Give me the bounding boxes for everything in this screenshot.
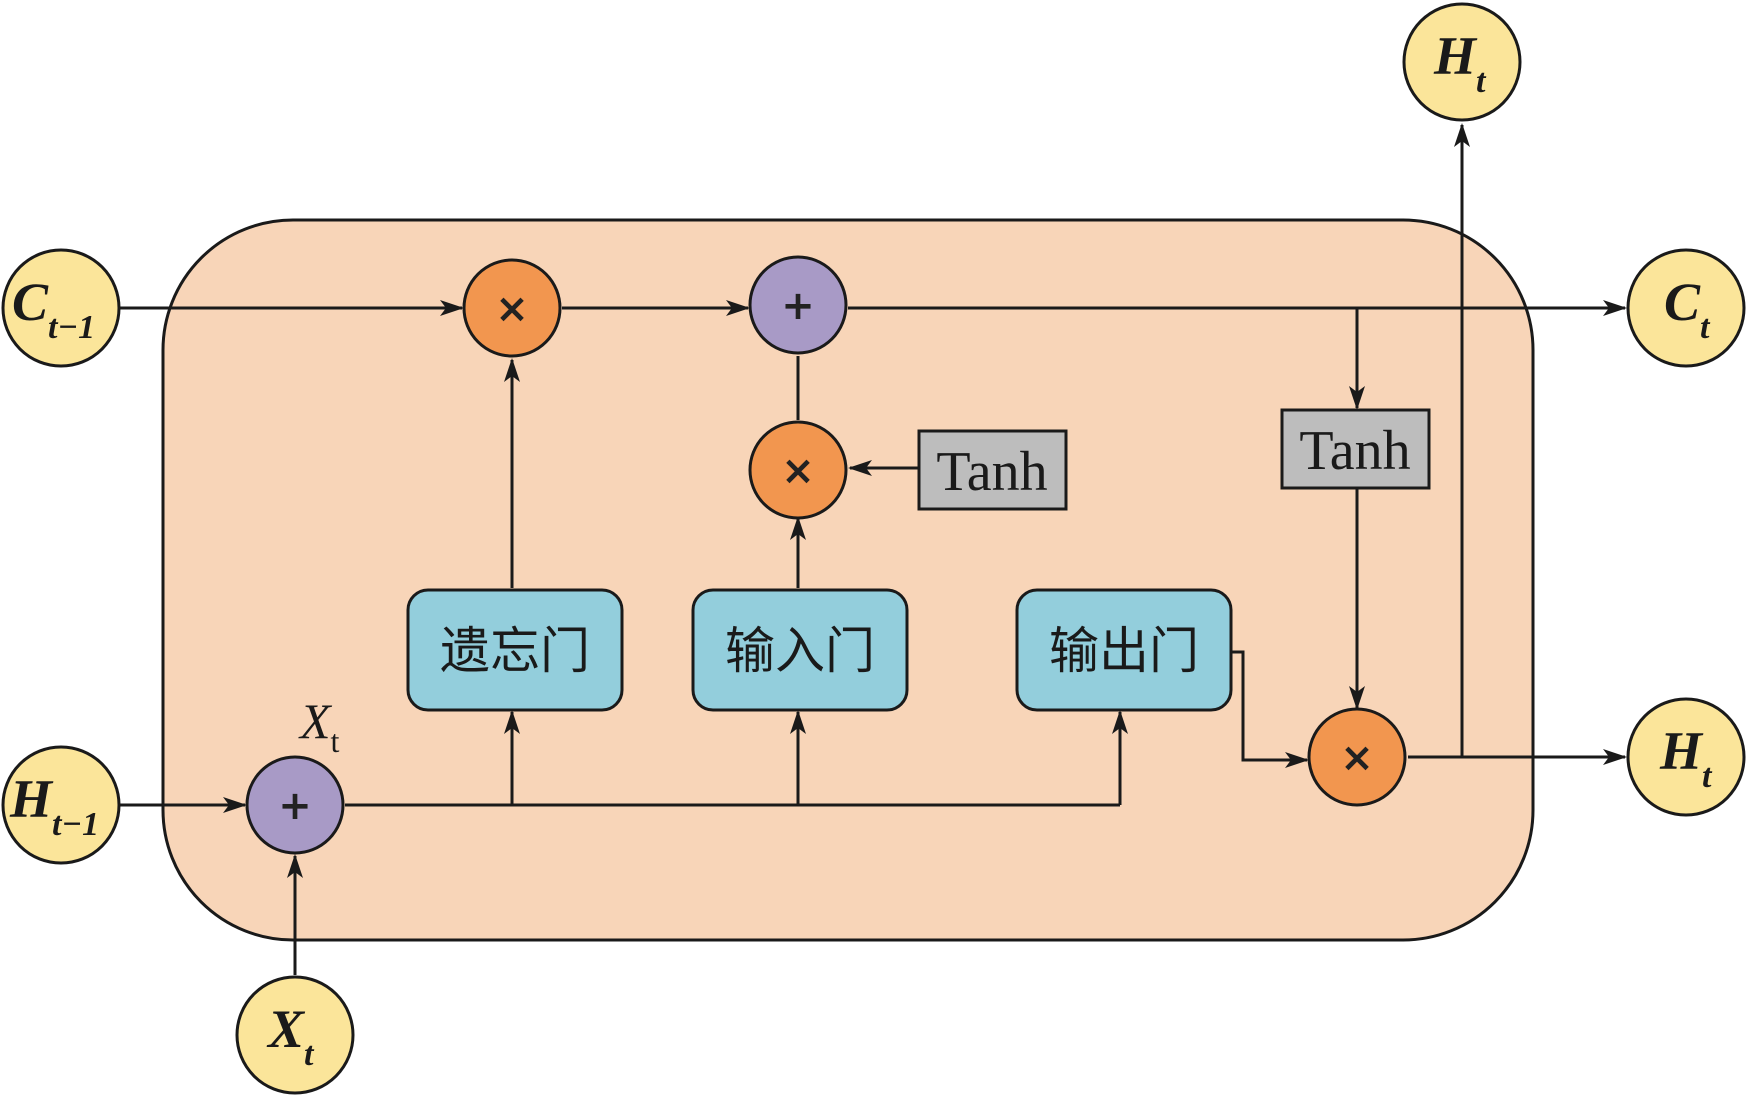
h-out-right-node: Ht [1626,697,1746,817]
input-gate-label: 输入门 [725,622,875,680]
forget-gate-label: 遗忘门 [440,622,590,680]
forget-gate: 遗忘门 [406,588,624,712]
x-input-label: Xt [266,999,315,1073]
input-multiply-node: × [748,420,848,520]
h-out-top-node: Ht [1402,2,1522,122]
tanh-input-box: Tanh [917,429,1068,511]
xt-annotation: Xt [298,693,340,759]
c-prev-label: Ct−1 [12,272,95,346]
multiply-sign: × [781,448,815,494]
multiply-sign: × [1340,735,1374,781]
lstm-cell-body [161,218,1535,942]
input-merge-add-node: + [245,755,345,855]
input-gate: 输入门 [691,588,909,712]
c-out-label: Ct [1664,272,1711,346]
h-prev-label: Ht−1 [9,769,99,843]
plus-sign: + [278,783,312,829]
c-out-node: Ct [1626,248,1746,368]
x-input-node: Xt [235,975,355,1095]
plus-sign: + [781,283,815,329]
multiply-sign: × [495,286,529,332]
cell-add-node: + [748,255,848,355]
tanh-output-box: Tanh [1280,408,1431,490]
output-multiply-node: × [1307,707,1407,807]
h-out-top-label: Ht [1433,26,1487,100]
forget-multiply-node: × [462,258,562,358]
c-prev-node: Ct−1 [1,248,121,368]
output-gate: 输出门 [1015,588,1233,712]
h-prev-node: Ht−1 [1,745,121,865]
output-gate-to-mult-arrow [1232,650,1309,768]
tanh-input-label: Tanh [936,441,1047,503]
output-gate-label: 输出门 [1049,622,1199,680]
h-out-right-label: Ht [1659,721,1713,795]
tanh-output-label: Tanh [1299,420,1410,482]
